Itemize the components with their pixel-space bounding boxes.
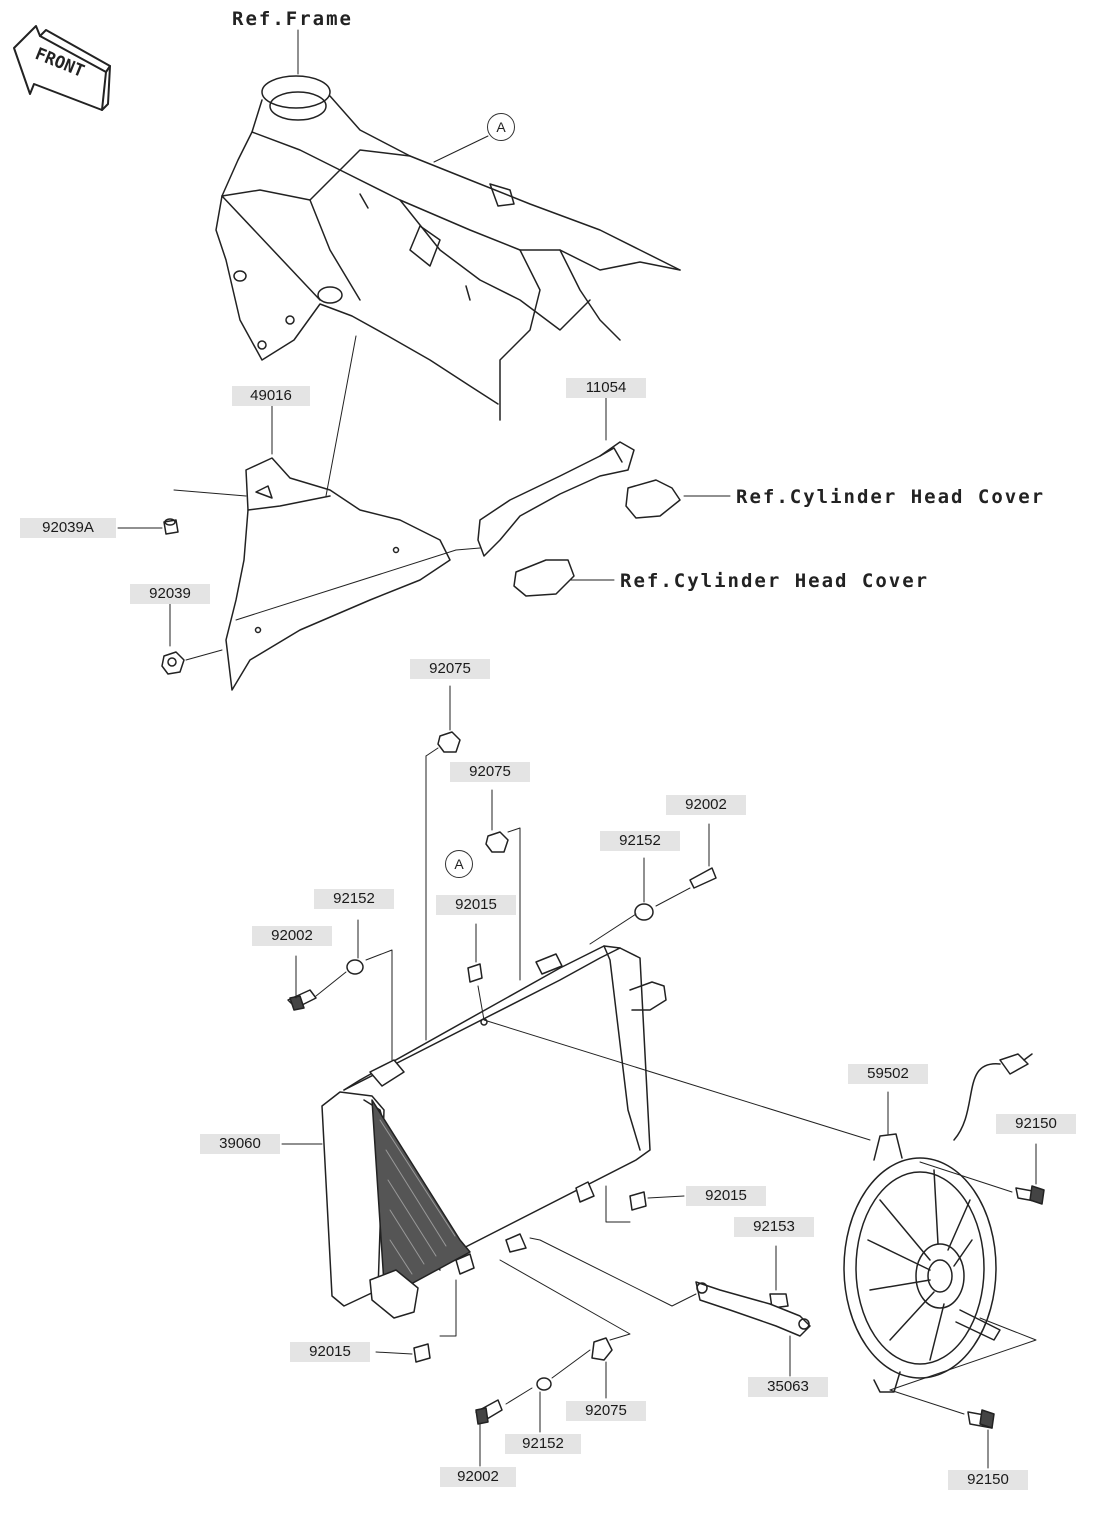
ref-cylinder-head-cover-label-1: Ref.Cylinder Head Cover: [736, 486, 1046, 508]
fan-59502-drawing: [843, 1053, 1033, 1393]
hose-35063-drawing: [695, 1281, 811, 1337]
radiator-39060-drawing: [321, 945, 667, 1319]
front-arrow-icon: FRONT: [13, 25, 111, 111]
part-label-92075-top[interactable]: 92075: [410, 659, 490, 679]
part-label-92039[interactable]: 92039: [130, 584, 210, 604]
hardware-drawing: [287, 731, 1045, 1429]
part-label-59502[interactable]: 59502: [848, 1064, 928, 1084]
part-label-35063[interactable]: 35063: [748, 1377, 828, 1397]
part-label-92015-top[interactable]: 92015: [436, 895, 516, 915]
part-label-92039A[interactable]: 92039A: [20, 518, 116, 538]
part-label-92150-bottom[interactable]: 92150: [948, 1470, 1028, 1490]
callout-a-upper: A: [487, 113, 515, 141]
part-label-39060[interactable]: 39060: [200, 1134, 280, 1154]
part-label-92015-right[interactable]: 92015: [686, 1186, 766, 1206]
part-label-92152-left[interactable]: 92152: [314, 889, 394, 909]
callout-a-lower: A: [445, 850, 473, 878]
part-label-92002-left[interactable]: 92002: [252, 926, 332, 946]
ref-cylinder-head-cover-label-2: Ref.Cylinder Head Cover: [620, 570, 930, 592]
frame-drawing: [215, 75, 681, 421]
part-label-92075-mid[interactable]: 92075: [450, 762, 530, 782]
part-label-92075-bottom[interactable]: 92075: [566, 1401, 646, 1421]
bolt-92039A-drawing: [163, 518, 179, 535]
nut-92039-drawing: [161, 651, 185, 675]
part-label-92015-bottom[interactable]: 92015: [290, 1342, 370, 1362]
part-label-92002-right[interactable]: 92002: [666, 795, 746, 815]
part-label-92150-top[interactable]: 92150: [996, 1114, 1076, 1134]
part-label-49016[interactable]: 49016: [232, 386, 310, 406]
part-label-92002-bottom[interactable]: 92002: [440, 1467, 516, 1487]
part-label-92152-right[interactable]: 92152: [600, 831, 680, 851]
part-label-11054[interactable]: 11054: [566, 378, 646, 398]
part-label-92153[interactable]: 92153: [734, 1217, 814, 1237]
bracket-11054-drawing: [477, 441, 681, 597]
leader-lines-upper: [117, 29, 731, 661]
part-label-92152-bottom[interactable]: 92152: [505, 1434, 581, 1454]
ref-frame-label: Ref.Frame: [232, 8, 353, 30]
leader-lines-lower: [281, 685, 1037, 1469]
shroud-49016-drawing: [225, 457, 451, 691]
